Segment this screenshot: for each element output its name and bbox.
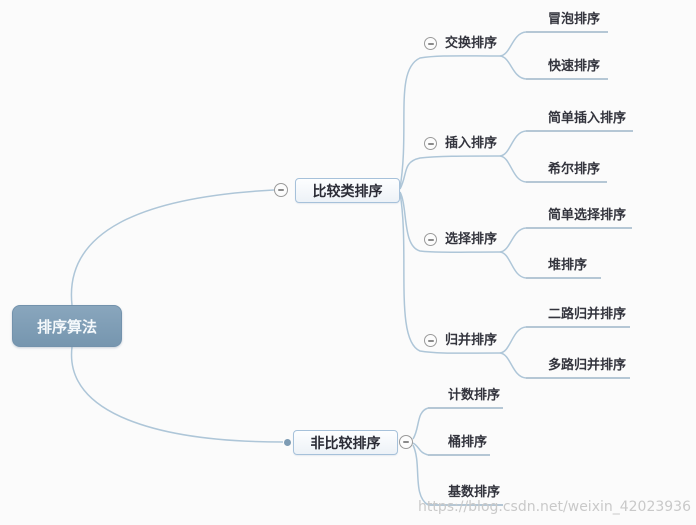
minus-icon: [278, 189, 284, 191]
curve-to-bubble-sort: [499, 31, 527, 57]
node-quick-sort[interactable]: 快速排序: [548, 59, 601, 74]
curve-root-to-comparison: [70, 189, 275, 306]
curve-to-quick-sort: [499, 55, 527, 80]
node-root[interactable]: 排序算法: [12, 305, 122, 347]
node-exchange-sort[interactable]: 交换排序: [445, 36, 498, 51]
minus-icon: [427, 238, 434, 241]
curve-root-to-noncomparison: [70, 346, 284, 443]
minus-icon: [427, 42, 434, 45]
curve-to-heap-sort: [499, 251, 527, 279]
node-bucket-sort[interactable]: 桶排序: [448, 435, 488, 450]
node-radix-sort[interactable]: 基数排序: [448, 485, 501, 500]
node-two-way-merge-sort[interactable]: 二路归并排序: [548, 307, 627, 322]
node-heap-sort[interactable]: 堆排序: [548, 258, 588, 273]
collapse-exchange-icon[interactable]: [424, 37, 437, 50]
node-multi-way-merge-sort[interactable]: 多路归并排序: [548, 358, 627, 373]
curve-to-simple-insertion-sort: [499, 130, 527, 157]
watermark: https://blog.csdn.net/weixin_42023936: [417, 499, 691, 515]
curve-to-simple-selection-sort: [499, 227, 527, 253]
curve-to-counting-sort: [412, 407, 429, 440]
node-simple-insertion-sort[interactable]: 简单插入排序: [548, 111, 627, 126]
collapse-insertion-icon[interactable]: [424, 137, 437, 150]
node-selection-sort[interactable]: 选择排序: [445, 232, 498, 247]
node-bubble-sort[interactable]: 冒泡排序: [548, 12, 601, 27]
curve-to-two-way-merge-sort: [499, 326, 527, 354]
node-simple-selection-sort[interactable]: 简单选择排序: [548, 208, 627, 223]
node-insertion-sort[interactable]: 插入排序: [445, 136, 498, 151]
node-comparison-sort[interactable]: 比较类排序: [295, 178, 400, 203]
minus-icon: [427, 339, 434, 342]
node-counting-sort[interactable]: 计数排序: [448, 388, 501, 403]
curve-to-exchange-sort: [399, 55, 501, 189]
connection-dot: [284, 439, 291, 446]
node-non-comparison-sort[interactable]: 非比较排序: [293, 430, 398, 455]
node-shell-sort[interactable]: 希尔排序: [548, 162, 601, 177]
curve-to-radix-sort: [412, 444, 429, 506]
node-merge-sort[interactable]: 归并排序: [445, 333, 498, 348]
curve-to-bucket-sort: [412, 442, 429, 456]
collapse-comparison-icon[interactable]: [274, 183, 288, 197]
curve-to-multi-way-merge-sort: [499, 352, 527, 379]
minus-icon: [403, 441, 409, 443]
collapse-selection-icon[interactable]: [424, 233, 437, 246]
curve-to-selection-sort: [399, 191, 501, 253]
minus-icon: [427, 142, 434, 145]
curve-to-merge-sort: [399, 192, 501, 354]
curve-to-insertion-sort: [399, 155, 501, 190]
curve-to-shell-sort: [499, 155, 527, 183]
collapse-non-comparison-icon[interactable]: [399, 435, 413, 449]
collapse-merge-icon[interactable]: [424, 334, 437, 347]
